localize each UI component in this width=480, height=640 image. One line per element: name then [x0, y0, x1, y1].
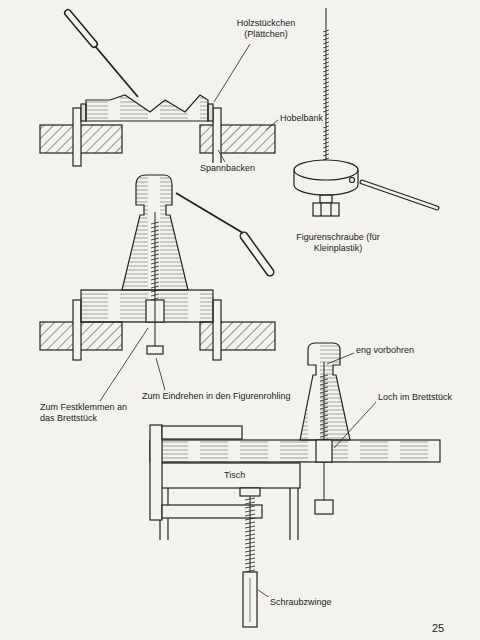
bottom-figure: [150, 343, 440, 627]
callout-label: eng vorbohren: [354, 345, 416, 356]
part-label: Tisch: [222, 470, 247, 481]
callout-label: Schraubzwinge: [268, 597, 334, 608]
middle-figure: [40, 175, 275, 401]
callout-label: Zum Festklemmen an das Brettstück: [38, 402, 134, 424]
callout-label: Zum Eindrehen in den Figurenrohling: [140, 391, 293, 402]
callout-label: Holzstückchen (Plättchen): [228, 18, 304, 40]
callout-label: Figurenschraube (für Kleinplastik): [290, 232, 386, 254]
callout-label: Spannbacken: [198, 163, 257, 174]
callout-label: Hobelbank: [278, 113, 325, 124]
page-number: 25: [430, 622, 446, 635]
callout-label: Loch im Brettstück: [376, 392, 454, 403]
figure-screw: [294, 8, 437, 216]
